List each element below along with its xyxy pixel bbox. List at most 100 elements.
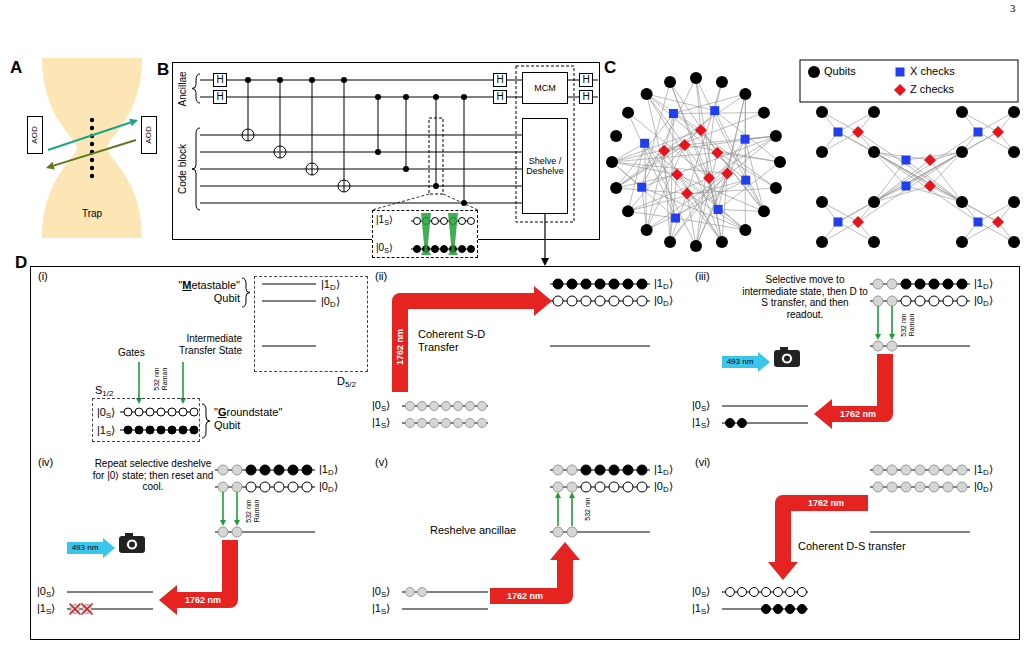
graph-edge bbox=[616, 114, 673, 188]
control-dot bbox=[375, 149, 381, 155]
ion bbox=[459, 246, 466, 253]
wavelength-label: 1762 nm bbox=[840, 409, 876, 419]
control-dot bbox=[309, 77, 315, 83]
cz-line bbox=[378, 97, 379, 152]
control-dot bbox=[461, 94, 467, 100]
ion bbox=[553, 465, 563, 475]
graph-edge bbox=[685, 145, 780, 162]
panel-frame: D|1D⟩|0D⟩D5/2S1/2|0S⟩|1S⟩ bbox=[30, 266, 1020, 640]
graph-edge bbox=[612, 130, 701, 162]
control-dot bbox=[375, 94, 381, 100]
ion bbox=[567, 465, 577, 475]
state-label: |1D⟩ bbox=[654, 463, 673, 476]
arrow-head bbox=[159, 585, 177, 615]
subscript: S bbox=[46, 607, 51, 616]
qubit-dot bbox=[1008, 146, 1020, 158]
hadamard-gate: H bbox=[579, 90, 593, 104]
z-check bbox=[924, 154, 936, 166]
subscript: D bbox=[663, 299, 669, 308]
line bbox=[262, 301, 316, 302]
ion bbox=[929, 296, 939, 306]
graph-edge bbox=[838, 152, 962, 222]
wavelength-label: 493 nm bbox=[72, 543, 99, 552]
state-label: |0D⟩ bbox=[974, 480, 993, 493]
ion bbox=[406, 419, 415, 428]
subscript: D bbox=[330, 300, 336, 309]
graph-edge bbox=[687, 188, 776, 194]
ion bbox=[901, 296, 911, 306]
arrow-line bbox=[54, 140, 136, 166]
z-check bbox=[703, 172, 715, 184]
cz-line bbox=[436, 97, 437, 186]
ion bbox=[157, 426, 165, 434]
hadamard-gate-text: H bbox=[215, 74, 225, 86]
ion bbox=[553, 279, 563, 289]
cnot-line bbox=[312, 80, 313, 175]
ion bbox=[595, 279, 605, 289]
beam-label: Trap bbox=[82, 208, 102, 220]
arrow-line bbox=[222, 492, 224, 520]
state-label: |0S⟩ bbox=[372, 585, 390, 598]
subscript: D bbox=[983, 468, 989, 477]
ion bbox=[168, 408, 176, 416]
qubit-dot bbox=[868, 106, 880, 118]
subscript: S bbox=[381, 607, 386, 616]
qubit-dot bbox=[868, 236, 880, 248]
step-label: (vi) bbox=[695, 456, 710, 469]
qubit-wire bbox=[200, 186, 522, 187]
graph-edge bbox=[670, 114, 673, 242]
shelve-box: Shelve / Deshelve bbox=[522, 118, 568, 214]
transfer-arrow bbox=[177, 540, 230, 600]
transfer-arrow bbox=[400, 301, 534, 392]
z-check bbox=[924, 180, 936, 192]
step-label: (ii) bbox=[375, 270, 387, 283]
legend-frame bbox=[800, 60, 1018, 102]
step-label: (v) bbox=[375, 456, 388, 469]
ion bbox=[274, 482, 284, 492]
arrow-line bbox=[571, 498, 573, 526]
qubit-dot bbox=[816, 236, 828, 248]
hadamard-gate: H bbox=[213, 73, 227, 87]
camera-icon bbox=[774, 350, 800, 367]
graph-edge bbox=[687, 82, 722, 193]
ion bbox=[595, 465, 605, 475]
wavelength-label: 532 nm Raman bbox=[900, 308, 916, 342]
ion bbox=[637, 465, 647, 475]
panel-label: C bbox=[604, 58, 616, 78]
x-check bbox=[902, 156, 911, 165]
initial-letter: G bbox=[218, 406, 227, 418]
wavelength-label: 1762 nm bbox=[395, 329, 405, 365]
step-label: (iv) bbox=[38, 456, 53, 469]
subscript: S bbox=[384, 218, 389, 227]
cnot-target bbox=[274, 146, 286, 158]
ion bbox=[915, 296, 925, 306]
ion bbox=[418, 588, 427, 597]
level-manifold-text: D5/2 bbox=[337, 375, 356, 388]
state-label: |0D⟩ bbox=[319, 480, 338, 493]
graph-edge bbox=[647, 94, 709, 178]
z-check bbox=[852, 216, 864, 228]
hadamard-gate: H bbox=[213, 90, 227, 104]
graph-edge bbox=[874, 152, 978, 222]
ion bbox=[637, 296, 647, 306]
subscript: S bbox=[381, 421, 386, 430]
subscript: S bbox=[381, 590, 386, 599]
measurement-box: MCM bbox=[522, 72, 568, 104]
ion bbox=[442, 402, 451, 411]
cnot-line bbox=[280, 80, 281, 158]
z-check bbox=[852, 126, 864, 138]
ion bbox=[288, 465, 298, 475]
cnot-line bbox=[248, 80, 249, 141]
ion bbox=[124, 426, 132, 434]
ion bbox=[567, 482, 577, 492]
qubit-dot bbox=[610, 130, 622, 142]
ion bbox=[146, 426, 154, 434]
hadamard-gate-text: H bbox=[581, 91, 591, 103]
qubit-dot bbox=[770, 182, 782, 194]
ion bbox=[478, 402, 487, 411]
qubit-dot bbox=[956, 146, 968, 158]
ion bbox=[873, 341, 883, 351]
graph-edge bbox=[664, 151, 670, 242]
ion bbox=[432, 246, 439, 253]
line bbox=[550, 532, 650, 533]
